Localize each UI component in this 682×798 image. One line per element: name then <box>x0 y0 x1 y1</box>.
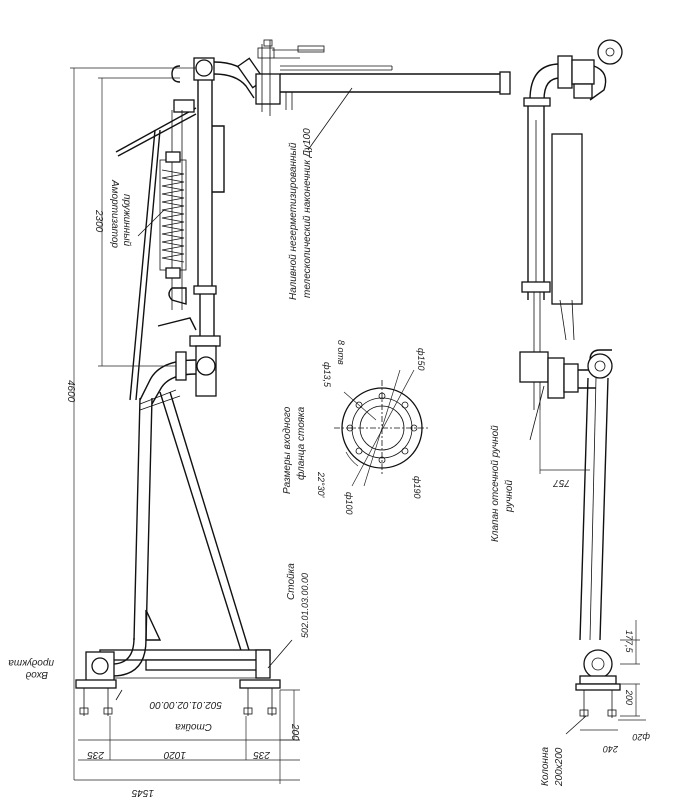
label-inlet-1: Вход <box>25 669 48 680</box>
top-swivel <box>171 39 325 116</box>
label-inlet-2: продукта <box>8 657 54 668</box>
label-flange-title-1: Размеры входного <box>282 406 293 494</box>
dim-column-1: 177,5 <box>624 630 634 654</box>
main-view <box>75 39 511 716</box>
side-column <box>575 377 621 718</box>
spring-damper <box>115 99 197 401</box>
telescopic-arm <box>280 65 511 110</box>
side-riser <box>521 106 583 410</box>
side-top-swivel <box>523 39 623 107</box>
label-arm-1: Наливной негерметизированный <box>288 142 299 300</box>
dim-width-right: 235 <box>253 749 271 760</box>
label-column-1: Колонна <box>540 747 551 786</box>
dim-base-height: 200 <box>289 723 300 741</box>
label-flange-d100: ф100 <box>344 492 354 515</box>
label-column-2: 200х200 <box>554 747 565 787</box>
side-column-top <box>587 349 613 379</box>
stand-frame <box>75 389 281 716</box>
main-dimensions <box>70 67 300 784</box>
label-stand-bottom-1: Стойка <box>175 721 212 732</box>
dim-width-mid: 1020 <box>163 749 186 760</box>
label-flange-d150: ф150 <box>416 348 426 371</box>
leader-lines <box>115 87 587 735</box>
dim-bottom-phi20: ф20 <box>632 732 650 742</box>
riser-handle <box>212 125 225 193</box>
label-flange-d135: ф13,5 <box>322 362 332 388</box>
label-stand-bottom-2: 502.01.02.00.00 <box>149 699 222 710</box>
flange-detail <box>334 369 430 487</box>
label-stand-right-1: Стойка <box>286 563 297 600</box>
side-dimensions <box>539 410 646 731</box>
label-flange-d190: ф190 <box>412 476 422 499</box>
label-stand-right-2: 502.01.03.00.00 <box>300 573 310 638</box>
label-flange-angle: 22°30' <box>316 471 326 498</box>
label-arm-2: телескопический наконечник Ду100 <box>302 128 313 298</box>
dim-upper-height: 2300 <box>93 209 104 233</box>
label-flange-title-2: фланца стояка <box>295 406 307 480</box>
dim-width-total: 1545 <box>131 787 154 798</box>
dim-width-left: 235 <box>87 749 105 760</box>
label-damper-1: Амортизатор <box>109 179 120 248</box>
side-valve <box>519 351 596 399</box>
lower-elbow <box>139 351 216 405</box>
label-flange-8holes: 8 отв <box>336 340 346 365</box>
dim-right-offset: 757 <box>553 477 570 488</box>
dim-bottom-240: 240 <box>603 744 619 754</box>
label-valve-1: Клапан отсечной ручной <box>490 425 501 542</box>
dim-column-2: 200 <box>624 689 634 705</box>
label-valve-2: ручной <box>504 480 515 513</box>
text-labels: 4600 2300 1545 1020 235 235 200 Вход про… <box>8 128 650 798</box>
dim-total-height: 4600 <box>65 380 76 403</box>
side-view <box>519 39 623 718</box>
label-damper-2: пружинный <box>121 194 132 247</box>
